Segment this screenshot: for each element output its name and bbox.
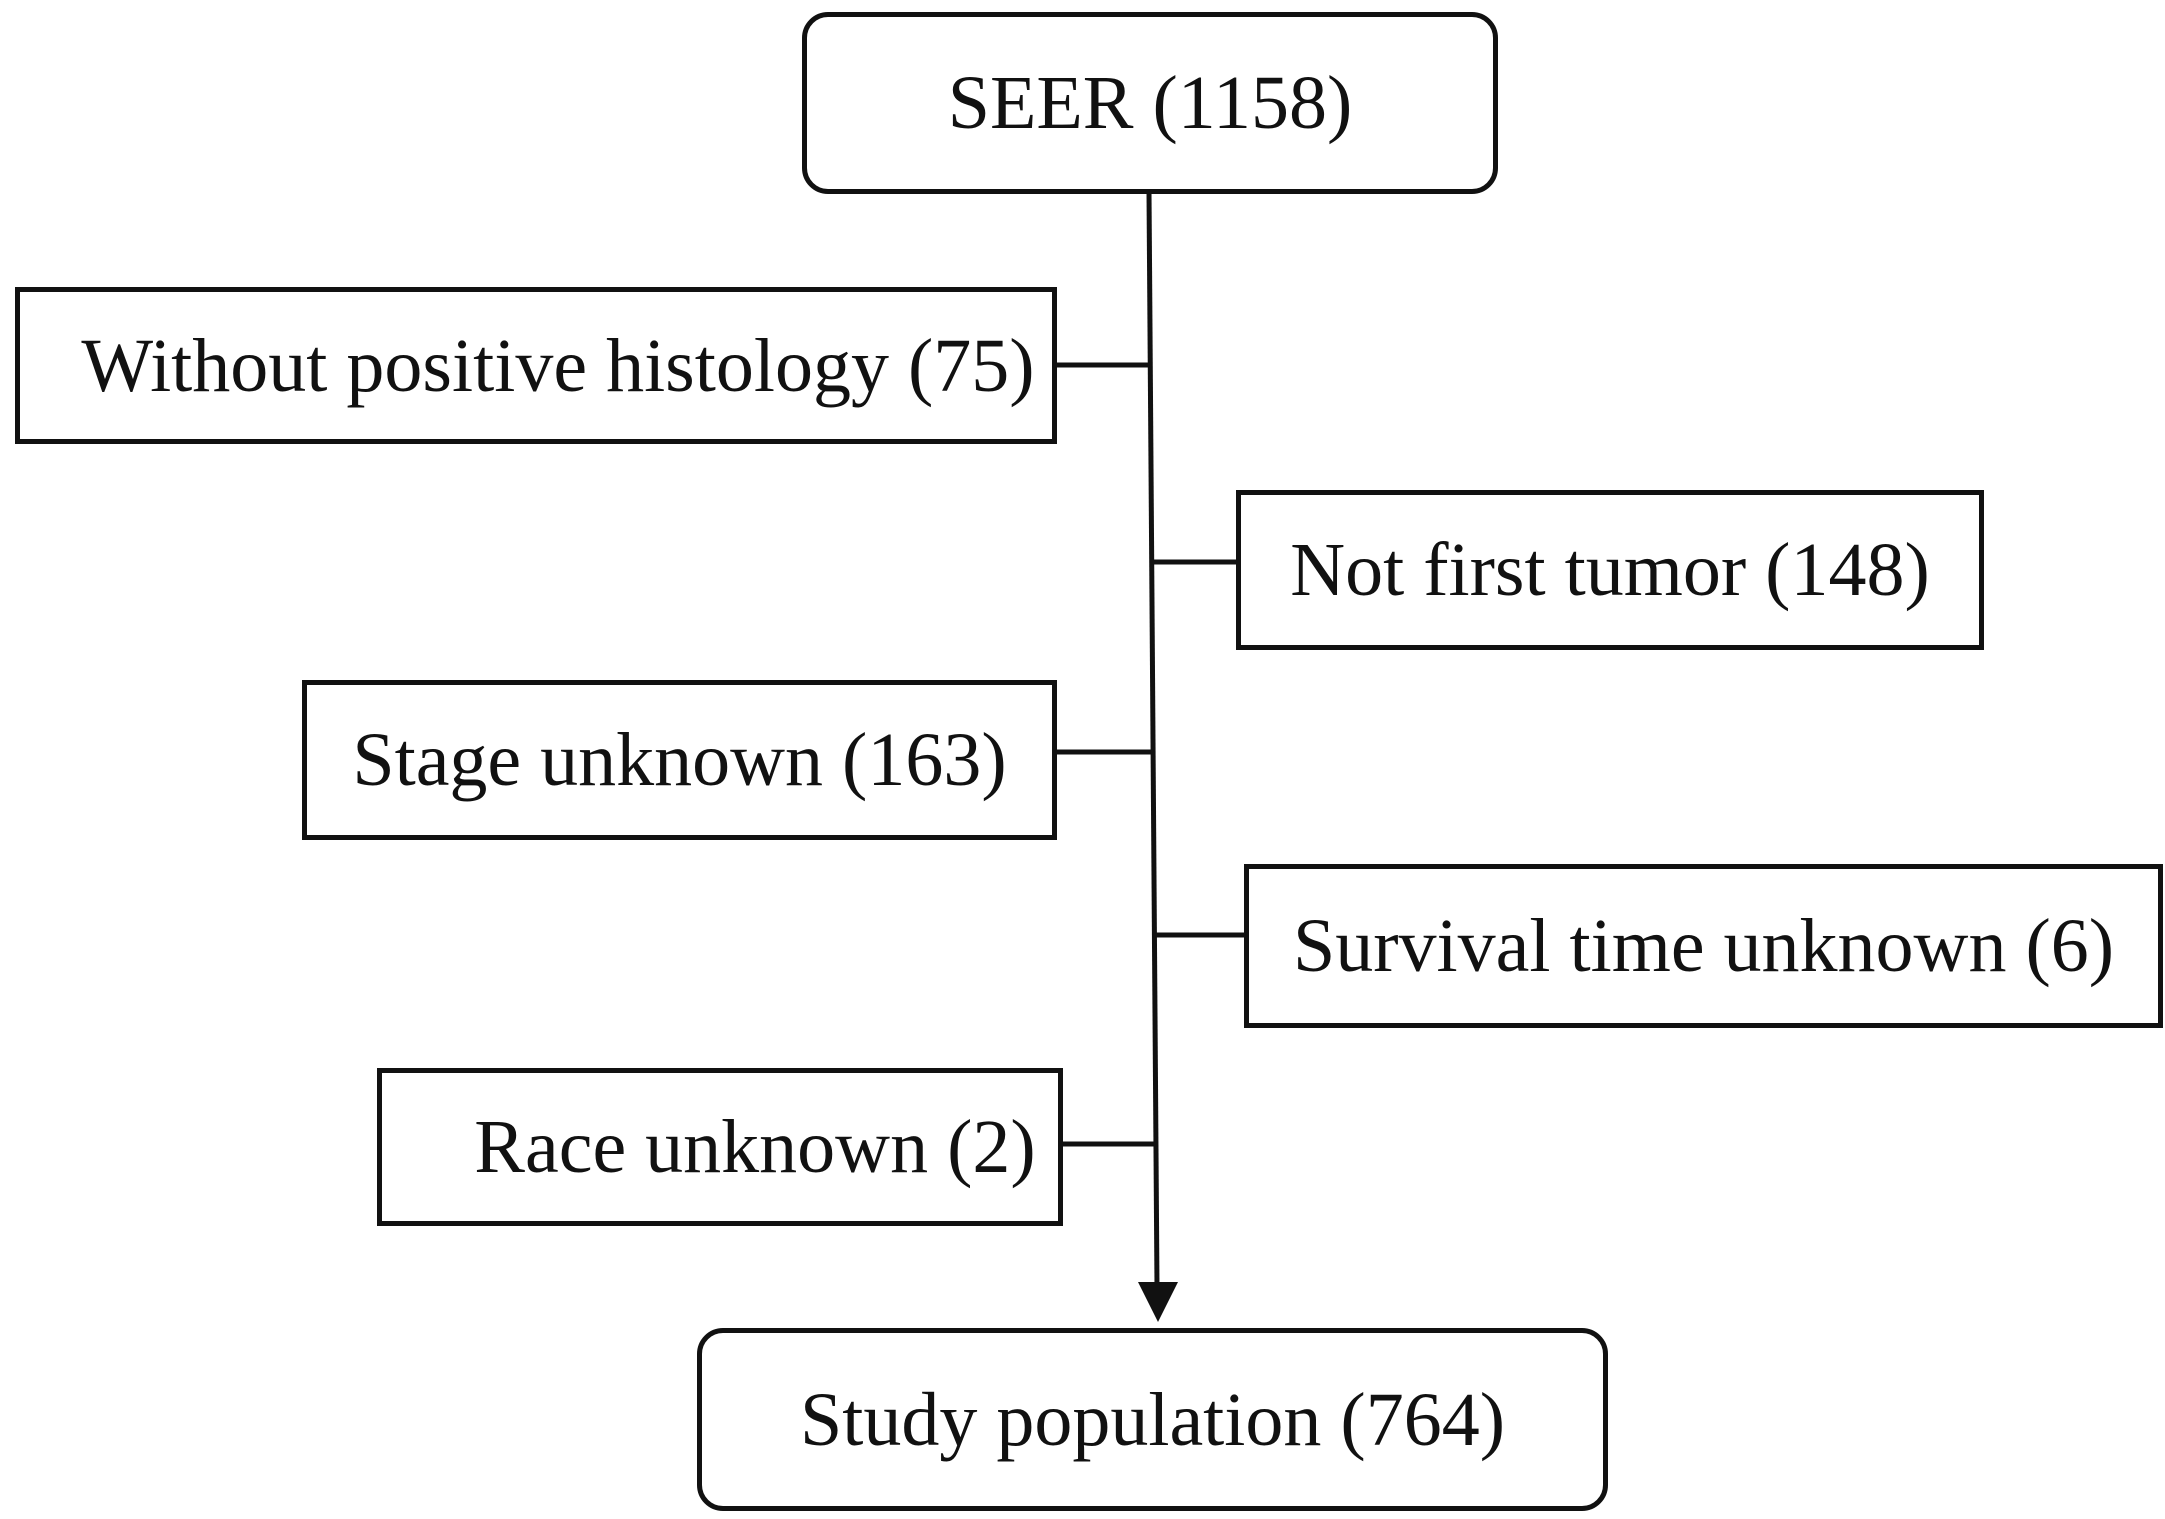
exclusion-box-label: Stage unknown (163) [352,718,1007,802]
exclusion-box-stage-unknown: Stage unknown (163) [302,680,1057,840]
exclusion-box-label: Not first tumor (148) [1290,528,1930,612]
exclusion-box-without-positive-histology: Without positive histology (75) [15,287,1057,444]
result-box-label: Study population (764) [799,1377,1506,1462]
result-box-study-population: Study population (764) [697,1328,1608,1511]
main-flow-line [1146,191,1160,1289]
exclusion-box-label: Race unknown (2) [474,1105,1036,1189]
exclusion-box-label: Without positive histology (75) [81,323,1035,408]
exclusion-box-survival-time-unknown: Survival time unknown (6) [1244,864,2163,1028]
arrowhead-down [1138,1282,1178,1322]
source-box-label: SEER (1158) [947,61,1353,145]
source-box-seer: SEER (1158) [802,12,1498,194]
exclusion-box-not-first-tumor: Not first tumor (148) [1236,490,1984,650]
exclusion-box-race-unknown: Race unknown (2) [377,1068,1063,1226]
exclusion-box-label: Survival time unknown (6) [1292,904,2115,988]
